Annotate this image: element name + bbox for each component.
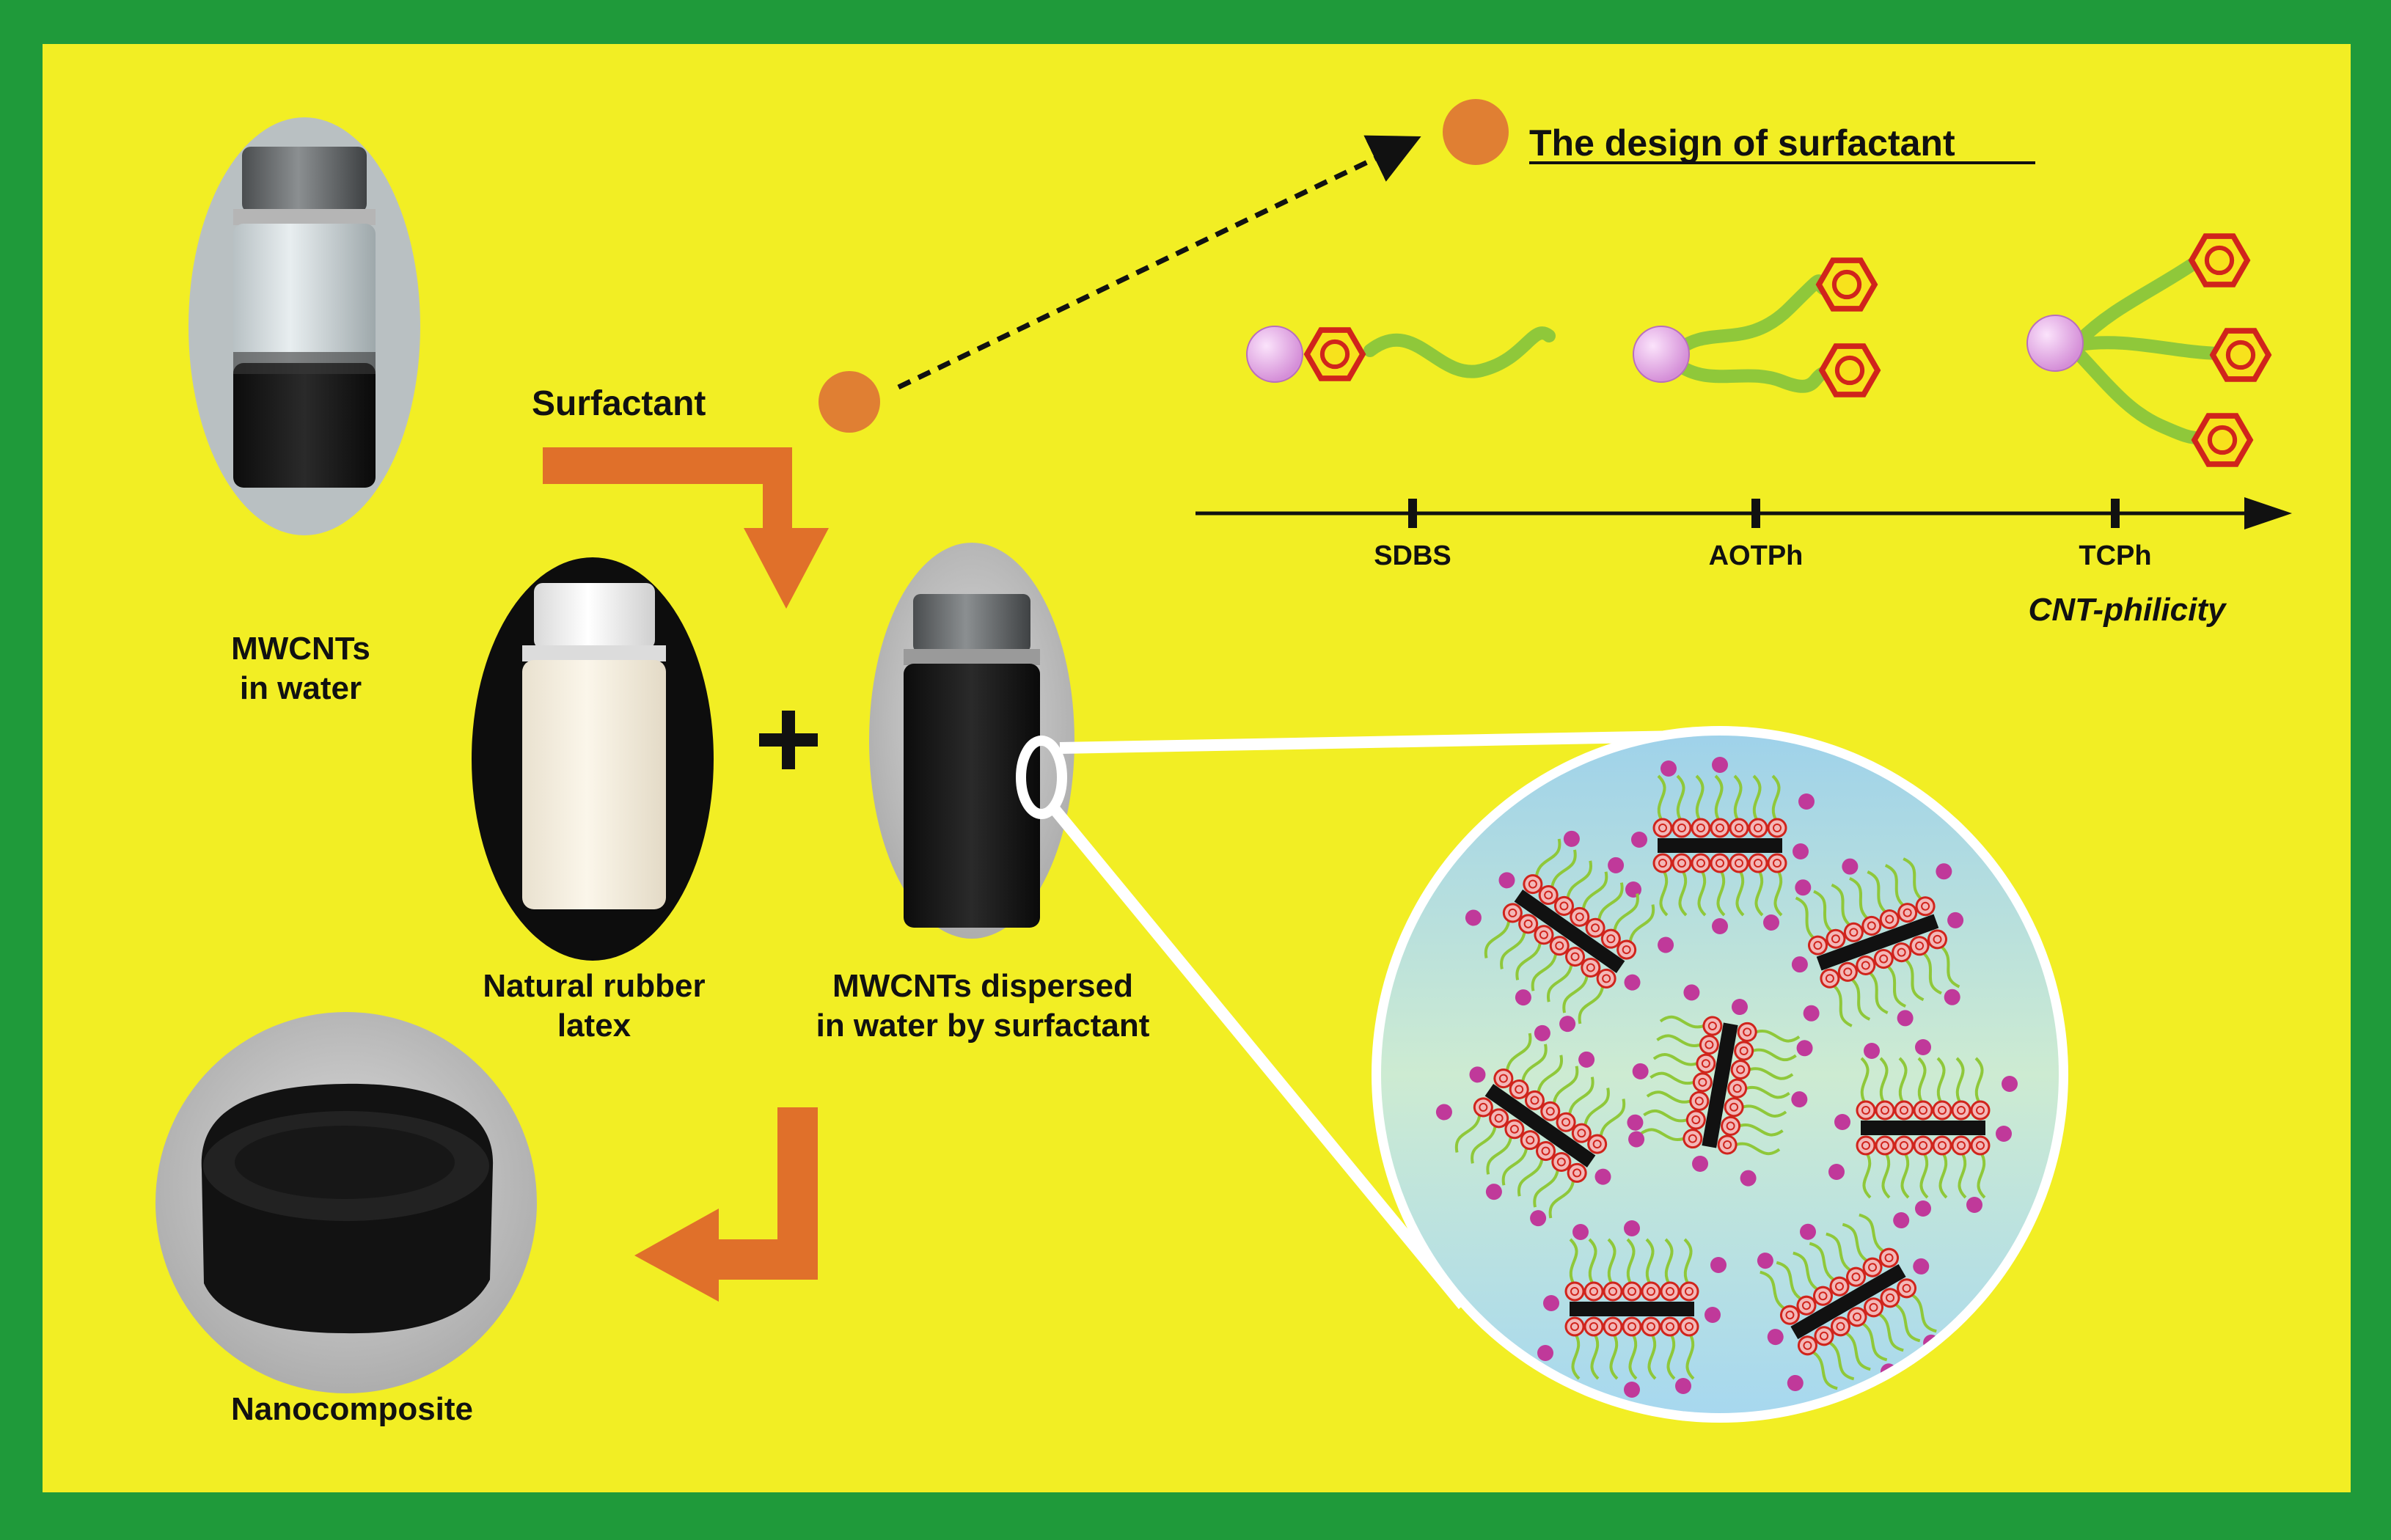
arrow-icon-surfactant bbox=[543, 447, 829, 609]
nanotube-icon bbox=[1627, 984, 1813, 1187]
vial-icon-natural-rubber bbox=[472, 557, 714, 961]
axis-tick-sdbs: SDBS bbox=[1374, 540, 1451, 571]
axis-label-cnt-philicity: CNT-philicity bbox=[2028, 592, 2226, 628]
benzene-ring-icon bbox=[2209, 328, 2272, 382]
benzene-ring-icon bbox=[1303, 327, 1366, 381]
nanotube-icon bbox=[1625, 757, 1815, 934]
benzene-ring-icon bbox=[2191, 413, 2254, 467]
benzene-ring-icon bbox=[1815, 257, 1878, 312]
label-nanocomposite: Nanocomposite bbox=[230, 1391, 474, 1427]
hydrophobic-tail bbox=[2073, 336, 2225, 360]
surfactant-dot bbox=[819, 371, 880, 433]
label-mwcnts-water: MWCNTs in water bbox=[231, 631, 370, 706]
head-group bbox=[1633, 326, 1690, 383]
axis-tick-aotph: AOTPh bbox=[1708, 540, 1804, 571]
design-surfactant-dot bbox=[1443, 99, 1509, 165]
benzene-ring-icon bbox=[2188, 233, 2251, 287]
nanotube-icon bbox=[1828, 1039, 2018, 1217]
nanocomposite-sample bbox=[155, 1012, 537, 1393]
cnt-philicity-axis bbox=[1196, 497, 2292, 529]
head-group bbox=[1246, 326, 1303, 383]
axis-tick-tcph: TCPh bbox=[2079, 540, 2152, 571]
label-natural-rubber: Natural rubber latex bbox=[483, 968, 706, 1044]
hydrophobic-tail bbox=[1363, 326, 1556, 378]
label-surfactant: Surfactant bbox=[532, 384, 706, 423]
arrow-icon-to-nanocomposite bbox=[634, 1107, 818, 1302]
label-dispersed: MWCNTs dispersed in water by surfactant bbox=[816, 968, 1150, 1044]
benzene-ring-icon bbox=[1818, 343, 1881, 397]
nanotube-icon bbox=[1757, 1212, 1940, 1391]
plus-sign bbox=[759, 711, 818, 769]
label-design-title: The design of surfactant bbox=[1529, 122, 1955, 164]
nanotube-icon bbox=[1465, 830, 1674, 1033]
dashed-arrow bbox=[897, 135, 1421, 390]
head-group bbox=[2026, 315, 2084, 372]
vial-icon-mwcnts-water bbox=[188, 117, 420, 535]
nanotube-icon bbox=[1791, 857, 1964, 1027]
magnifier-circle-icon bbox=[1372, 726, 2068, 1423]
nanotube-icon bbox=[1537, 1220, 1727, 1398]
vial-icon-dispersed bbox=[869, 543, 1074, 939]
hydrophobic-tail bbox=[2069, 344, 2207, 445]
nanotube-icon bbox=[1435, 1024, 1645, 1227]
magnifier-connector bbox=[1016, 730, 1721, 1310]
surfactant-molecules bbox=[1246, 233, 2272, 467]
hydrophobic-tail bbox=[2073, 257, 2200, 348]
hydrophobic-tail bbox=[1669, 356, 1833, 393]
